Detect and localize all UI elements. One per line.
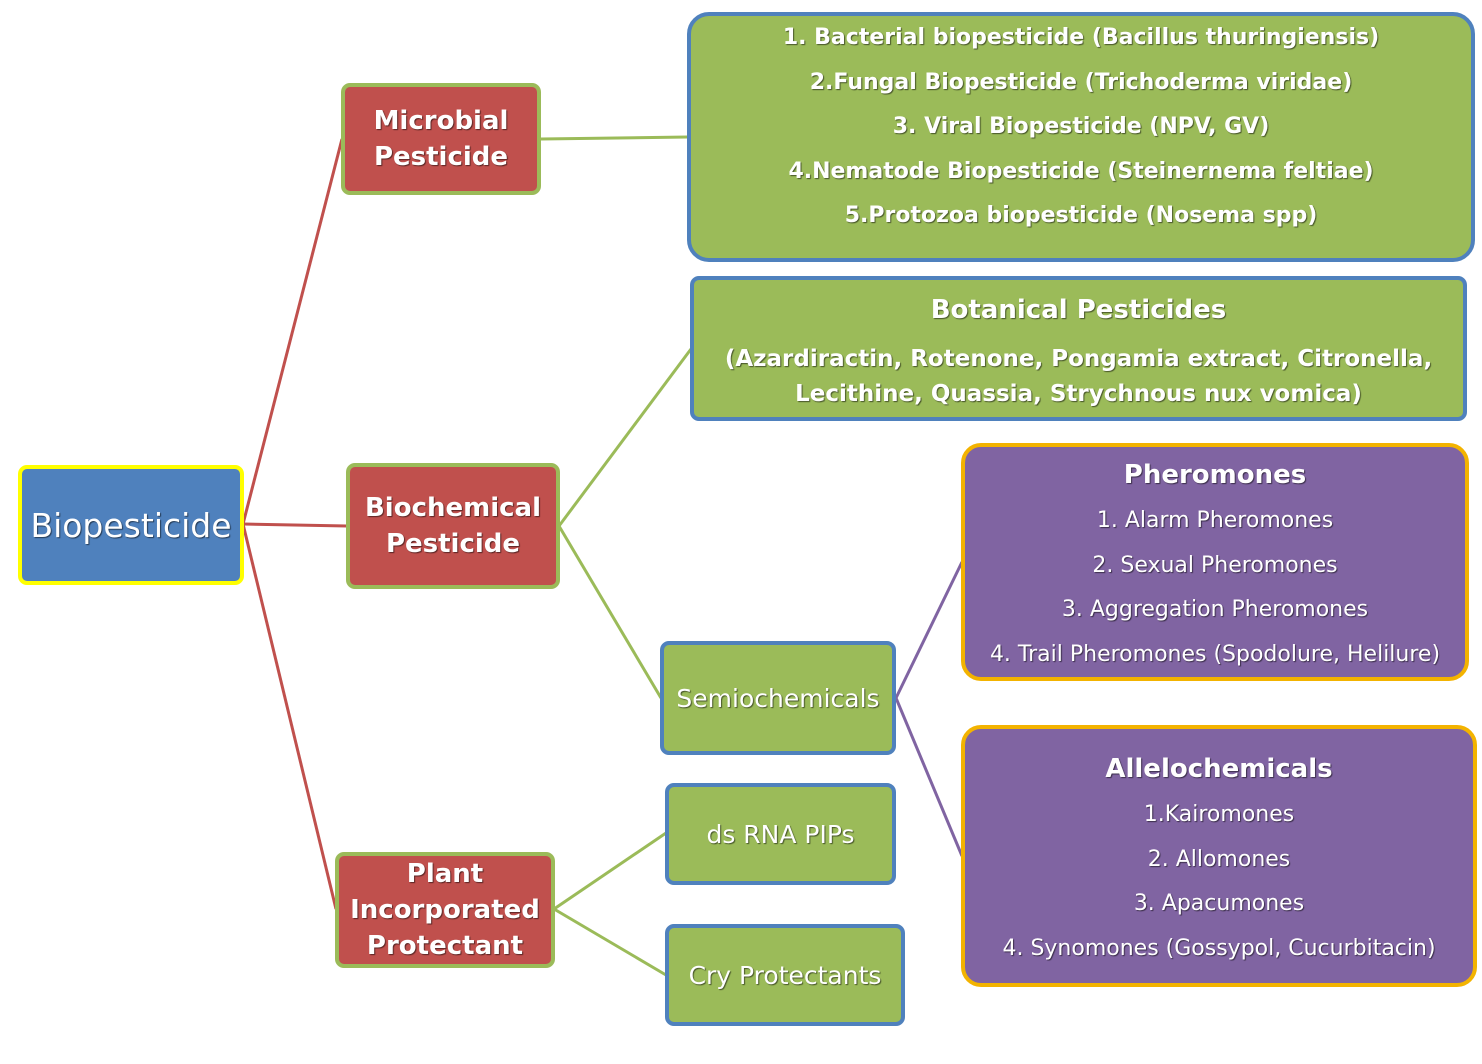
allelochemical-item: 2. Allomones (1147, 846, 1291, 872)
root-node-biopesticide: Biopesticide (18, 465, 244, 585)
pip-line: Plant (406, 859, 484, 889)
link-biochemical-botanical (557, 348, 693, 527)
node-ds-rna-pips: ds RNA PIPs (665, 783, 896, 885)
allelochemicals-box: Allelochemicals 1.Kairomones 2. Allomone… (961, 725, 1477, 987)
pheromone-item: 4. Trail Pheromones (Spodolure, Helilure… (989, 641, 1441, 667)
allelochemical-item: 1.Kairomones (1143, 802, 1295, 827)
node-biochemical-pesticide: Biochemical Pesticide (346, 463, 560, 589)
allelochemical-item: 4. Synomones (Gossypol, Cucurbitacin) (1002, 935, 1436, 961)
pheromones-box: Pheromones 1. Alarm Pheromones 2. Sexual… (961, 443, 1469, 681)
botanical-title: Botanical Pesticides (930, 295, 1227, 325)
pheromone-item: 3. Aggregation Pheromones (1061, 597, 1369, 622)
link-pip-cry (553, 907, 667, 977)
pheromone-item: 2. Sexual Pheromones (1092, 552, 1338, 578)
botanical-line: (Azardiractin, Rotenone, Pongamia extrac… (724, 346, 1433, 372)
node-cry-protectants: Cry Protectants (665, 924, 905, 1026)
allelochemicals-title: Allelochemicals (1105, 754, 1333, 784)
ds-rna-label: ds RNA PIPs (706, 819, 855, 849)
link-semiochemicals-pheromones (894, 561, 964, 699)
botanical-line: Lecithine, Quassia, Strychnous nux vomic… (795, 381, 1362, 407)
biochemical-label: Biochemical Pesticide (364, 493, 542, 559)
microbial-item: 2.Fungal Biopesticide (Trichoderma virid… (809, 69, 1353, 95)
microbial-item: 4.Nematode Biopesticide (Steinernema fel… (788, 158, 1374, 184)
microbial-item: 5.Protozoa biopesticide (Nosema spp) (844, 203, 1318, 228)
link-root-microbial (241, 138, 344, 525)
microbial-item: 1. Bacterial biopesticide (Bacillus thur… (782, 25, 1380, 50)
microbial-list-box: 1. Bacterial biopesticide (Bacillus thur… (687, 12, 1475, 262)
semiochemicals-label: Semiochemicals (676, 683, 880, 713)
link-root-biochemical (242, 522, 348, 528)
pheromones-title: Pheromones (1123, 460, 1307, 490)
pip-line: Incorporated (350, 895, 540, 925)
node-microbial-pesticide: Microbial Pesticide (341, 83, 541, 195)
cry-label: Cry Protectants (688, 960, 882, 990)
link-semiochemicals-allelochemicals (894, 697, 964, 857)
link-pip-dsrna (553, 831, 667, 911)
allelochemical-item: 3. Apacumones (1133, 891, 1305, 916)
pip-line: Protectant (366, 931, 524, 961)
microbial-label: Microbial Pesticide (373, 106, 509, 172)
node-plant-incorporated-protectant: Plant Incorporated Protectant (335, 852, 555, 968)
node-semiochemicals: Semiochemicals (660, 641, 896, 755)
pheromone-item: 1. Alarm Pheromones (1096, 508, 1334, 533)
link-microbial-list (540, 135, 689, 141)
botanical-pesticides-box: Botanical Pesticides (Azardiractin, Rote… (690, 276, 1467, 421)
link-biochemical-semiochemicals (557, 525, 663, 699)
link-root-pip (241, 523, 338, 910)
root-label: Biopesticide (30, 505, 232, 545)
microbial-item: 3. Viral Biopesticide (NPV, GV) (892, 114, 1270, 139)
